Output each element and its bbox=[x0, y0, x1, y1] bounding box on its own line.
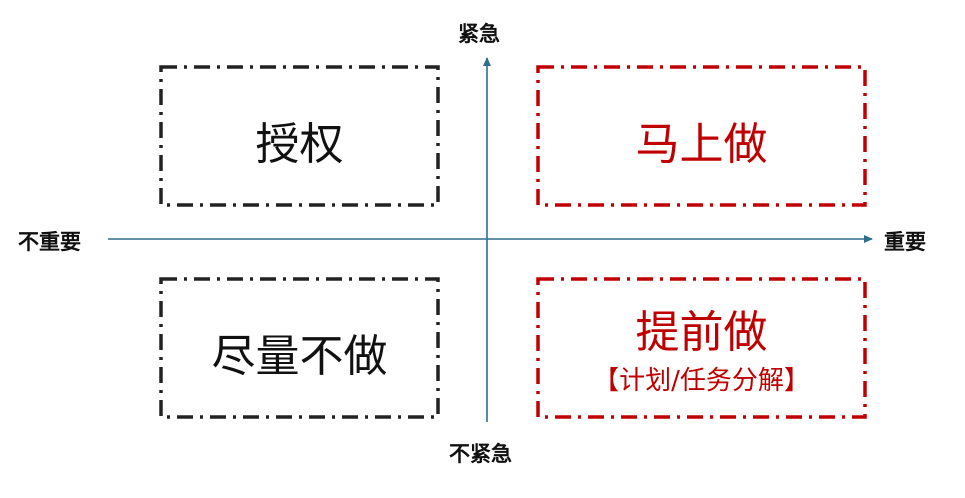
quadrant-title-top-right: 马上做 bbox=[635, 119, 768, 170]
axis-label-bottom: 不紧急 bbox=[449, 442, 512, 466]
quadrant-box-bottom-right bbox=[536, 277, 867, 419]
quadrant-title-top-left: 授权 bbox=[255, 119, 344, 170]
axis-label-right: 重要 bbox=[884, 230, 926, 254]
quadrant-box-bottom-left bbox=[159, 277, 440, 419]
quadrant-box-top-right bbox=[536, 65, 867, 207]
axis-label-left: 不重要 bbox=[18, 230, 81, 254]
quadrant-title-bottom-left: 尽量不做 bbox=[211, 331, 388, 382]
quadrant-subtitle-bottom-right: 【计划/任务分解】 bbox=[593, 366, 810, 396]
quadrant-box-top-left bbox=[159, 65, 440, 207]
axis-label-top: 紧急 bbox=[458, 22, 500, 46]
quadrant-title-bottom-right: 提前做 bbox=[635, 307, 768, 358]
